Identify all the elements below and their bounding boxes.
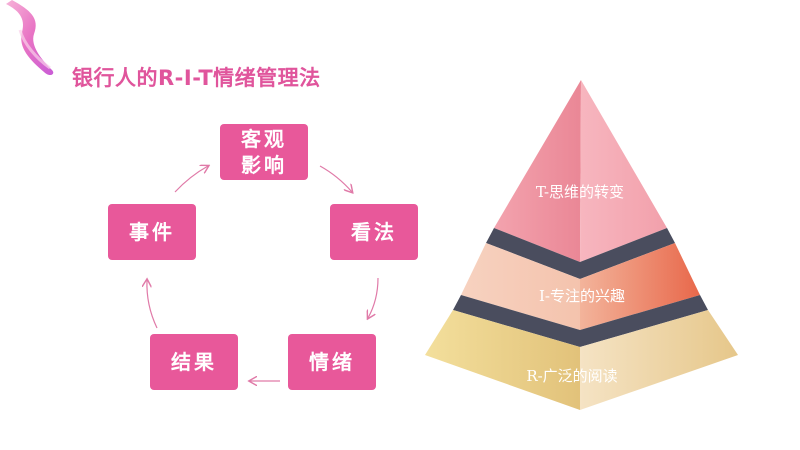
- pyramid-bottom-left-face: [425, 310, 580, 410]
- node-view-label: 看法: [351, 220, 397, 244]
- node-objective-line2: 影响: [241, 153, 287, 177]
- node-event: 事件: [108, 204, 196, 260]
- node-result-label: 结果: [171, 350, 217, 374]
- node-objective-line1: 客观: [241, 127, 287, 151]
- pyramid-separator-2: [453, 295, 708, 347]
- pyramid-top-label: T-思维的转变: [536, 183, 624, 201]
- node-view: 看法: [330, 204, 418, 260]
- node-event-label: 事件: [129, 220, 175, 244]
- node-emotion: 情绪: [288, 334, 376, 390]
- pyramid-top-right-face: [580, 80, 667, 262]
- arrow-result-to-event: [147, 280, 158, 329]
- pyramid-middle-label: I-专注的兴趣: [539, 287, 625, 305]
- node-result: 结果: [150, 334, 238, 390]
- pyramid-bottom-right-face: [580, 310, 738, 410]
- pyramid-middle-left-face: [461, 243, 580, 330]
- ribbon-decoration-icon: [6, 0, 54, 76]
- node-objective-impact: 客观 影响: [220, 124, 308, 180]
- pyramid-separator-1: [486, 228, 675, 279]
- pyramid-middle-right-face: [580, 243, 700, 330]
- arrow-event-to-objective: [174, 166, 208, 193]
- pyramid-bottom-label: R-广泛的阅读: [526, 367, 617, 385]
- node-emotion-label: 情绪: [309, 350, 355, 374]
- arrow-view-to-emotion: [368, 277, 379, 318]
- page-title: 银行人的R-I-T情绪管理法: [72, 66, 321, 90]
- arrow-objective-to-view: [319, 165, 352, 192]
- pyramid-top-left-face: [494, 80, 581, 262]
